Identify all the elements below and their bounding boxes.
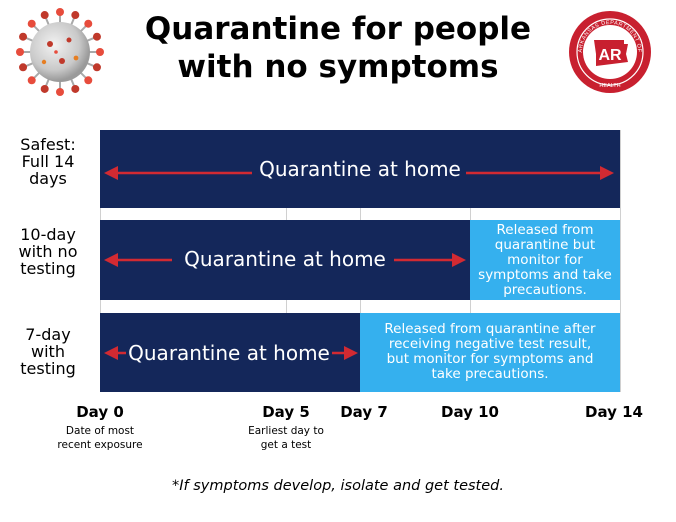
- day-label-0: Day 0: [76, 403, 124, 421]
- bar-quarantine-14-day: [100, 130, 620, 208]
- arrow-row-2: [104, 253, 466, 267]
- released-text-row-2: Released from quarantine but monitor for…: [478, 222, 612, 298]
- svg-text:AR: AR: [598, 47, 622, 64]
- row-label-full-14: Safest: Full 14 days: [20, 135, 76, 188]
- arkansas-health-logo: AR ARKANSAS DEPARTMENT OF HEALTH: [569, 11, 651, 93]
- arrow-row-1: [104, 166, 614, 180]
- bar-released-10-day: [470, 220, 620, 300]
- quarantine-text-row-1: Quarantine at home: [259, 157, 461, 181]
- row-label-7-day: 7-day with testing: [20, 325, 76, 378]
- row-label-10-day: 10-day with no testing: [18, 225, 78, 278]
- page-title: Quarantine for people with no symptoms: [120, 10, 556, 86]
- quarantine-text-row-2: Quarantine at home: [184, 247, 386, 271]
- arrow-row-3: [104, 346, 358, 360]
- day-label-10: Day 10: [441, 403, 499, 421]
- quarantine-text-row-3: Quarantine at home: [128, 341, 330, 365]
- title-line-2: with no symptoms: [177, 49, 499, 85]
- day-0-note: Date of most recent exposure: [57, 425, 143, 451]
- day-label-7: Day 7: [340, 403, 388, 421]
- day-5-note: Earliest day to get a test: [248, 425, 324, 451]
- bar-quarantine-7-day: [100, 313, 360, 392]
- title-line-1: Quarantine for people: [144, 11, 532, 47]
- coronavirus-icon: [16, 8, 104, 96]
- footnote: *If symptoms develop, isolate and get te…: [172, 478, 504, 494]
- released-text-row-3: Released from quarantine after receiving…: [384, 321, 596, 382]
- day-label-14: Day 14: [585, 403, 643, 421]
- gridline-day-14: [620, 130, 621, 392]
- bar-released-7-day: [360, 313, 620, 392]
- day-label-5: Day 5: [262, 403, 310, 421]
- svg-text:HEALTH: HEALTH: [599, 83, 620, 89]
